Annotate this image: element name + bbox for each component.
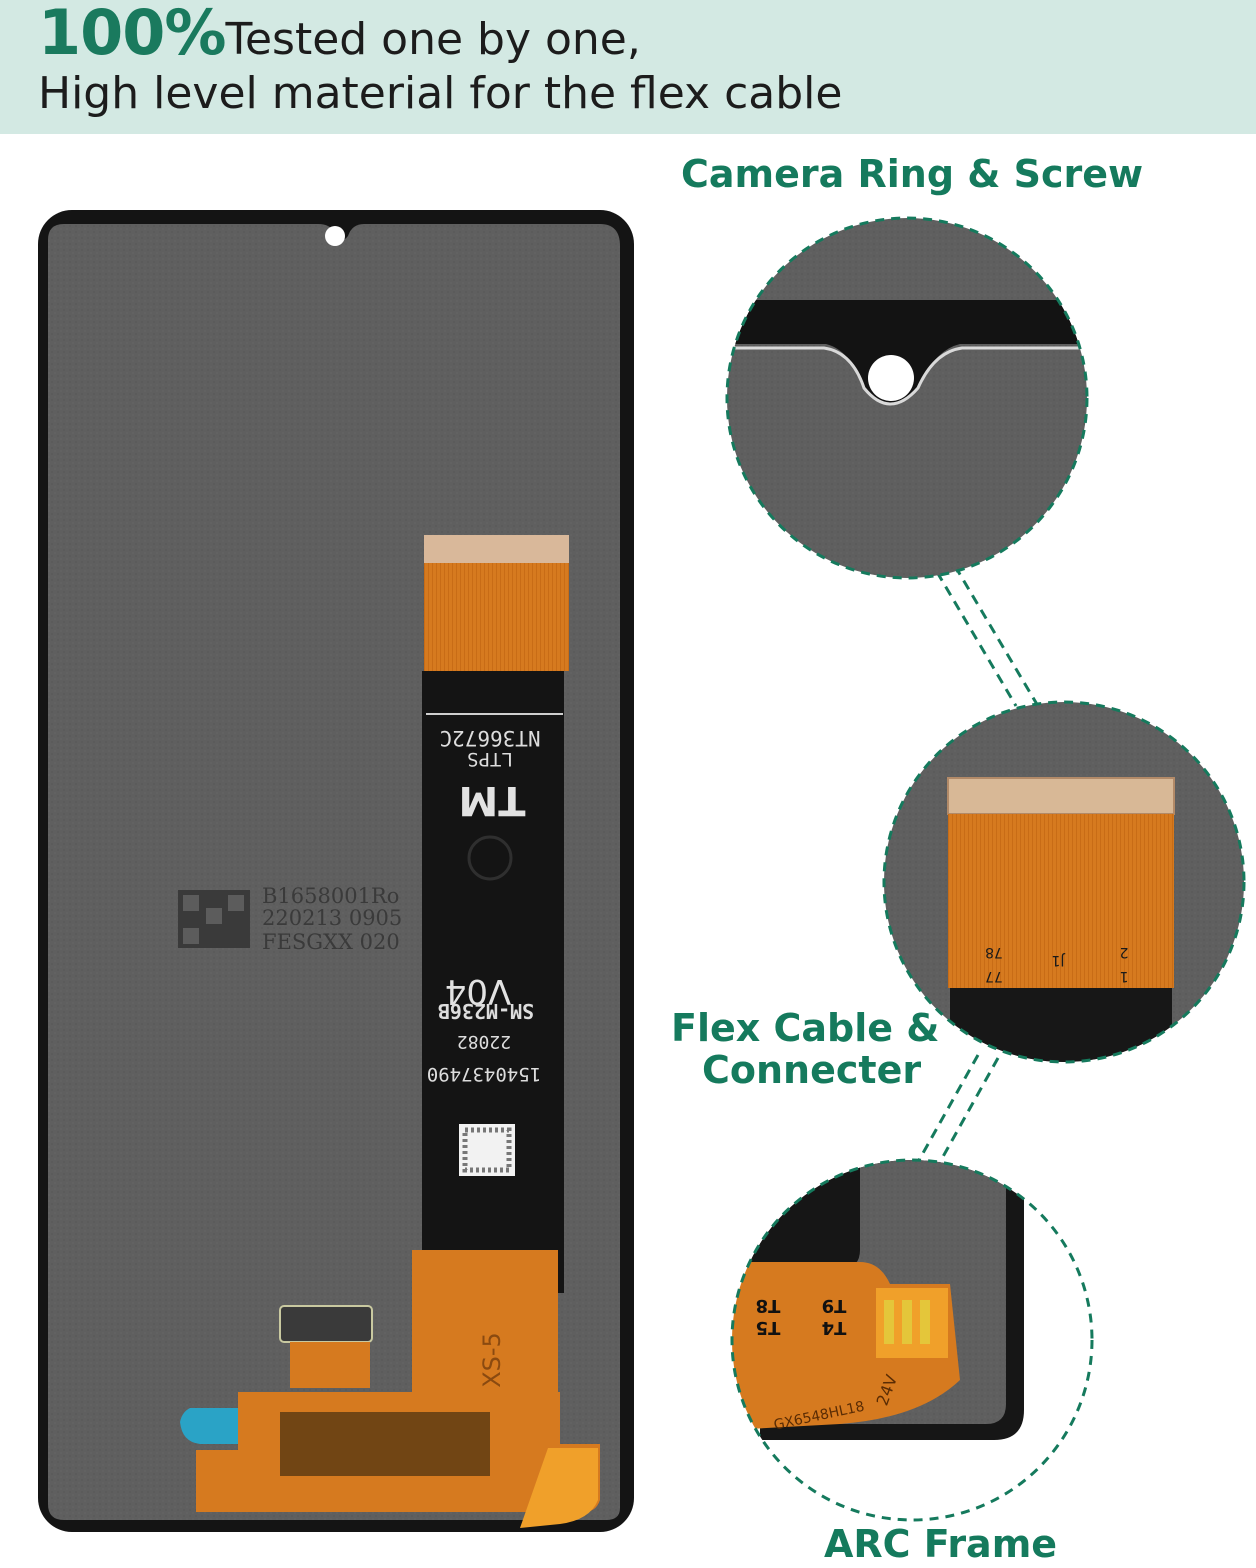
arc-t8: T8	[756, 1295, 781, 1316]
pin-j1: J1	[1051, 952, 1065, 968]
flex-cable: NT36672C LTPS TM V04 SM-M236B 22082 1540…	[412, 535, 569, 1410]
flex-black-section	[422, 671, 564, 1293]
label-serial: 1540437490	[427, 1063, 541, 1085]
callout-flex-cable-line-1: Flex Cable &	[671, 1006, 940, 1050]
headline-tested: Tested one by one,	[225, 14, 641, 65]
lcd-assembly: B1658001Ro 220213 0905 FESGXX 020 NT3667…	[38, 210, 634, 1532]
label-tm: TM	[458, 777, 525, 823]
label-v04: V04	[445, 971, 512, 1011]
label-xs5: XS-5	[478, 1332, 506, 1388]
flex-qr-code	[459, 1124, 515, 1176]
zoom-camera-ring	[725, 216, 1089, 580]
headline-percent: 100%	[38, 0, 227, 69]
label-nt36672c: NT36672C	[439, 726, 540, 750]
callout-camera-ring: Camera Ring & Screw	[681, 152, 1144, 196]
label-date: 22082	[457, 1031, 511, 1052]
sticker-line-3: FESGXX 020	[262, 930, 400, 954]
label-part-number: SM-M236B	[438, 999, 534, 1023]
zoom-arc-frame: T8 T5 T9 T4 24V GX6548HL18	[730, 1158, 1094, 1522]
arc-t9: T9	[822, 1295, 847, 1316]
arc-t5: T5	[756, 1317, 781, 1338]
flex-contact-strip	[424, 535, 569, 563]
pin-1: 1	[1120, 968, 1129, 984]
pin-77: 77	[985, 968, 1003, 984]
sticker-line-1: B1658001Ro	[262, 884, 399, 908]
pin-78: 78	[985, 944, 1003, 960]
callout-arc-frame: ARC Frame	[824, 1522, 1058, 1566]
sticker-line-2: 220213 0905	[262, 906, 402, 930]
camera-hole	[325, 226, 345, 246]
headline-line-1: 100%Tested one by one,	[38, 2, 641, 64]
pin-2: 2	[1120, 944, 1129, 960]
flex-upper-section	[424, 563, 569, 671]
label-ltps: LTPS	[467, 748, 513, 770]
callout-flex-cable-line-2: Connecter	[702, 1048, 922, 1092]
headline-line-2: High level material for the flex cable	[38, 68, 843, 119]
flex-lower-section	[412, 1250, 558, 1410]
arc-t4: T4	[822, 1317, 847, 1338]
panel-sticker: B1658001Ro 220213 0905 FESGXX 020	[178, 884, 402, 954]
zoom-flex-cable: 78 77 J1 2 1	[882, 700, 1246, 1064]
bottom-board	[180, 1305, 600, 1528]
header-banner	[0, 0, 1256, 134]
